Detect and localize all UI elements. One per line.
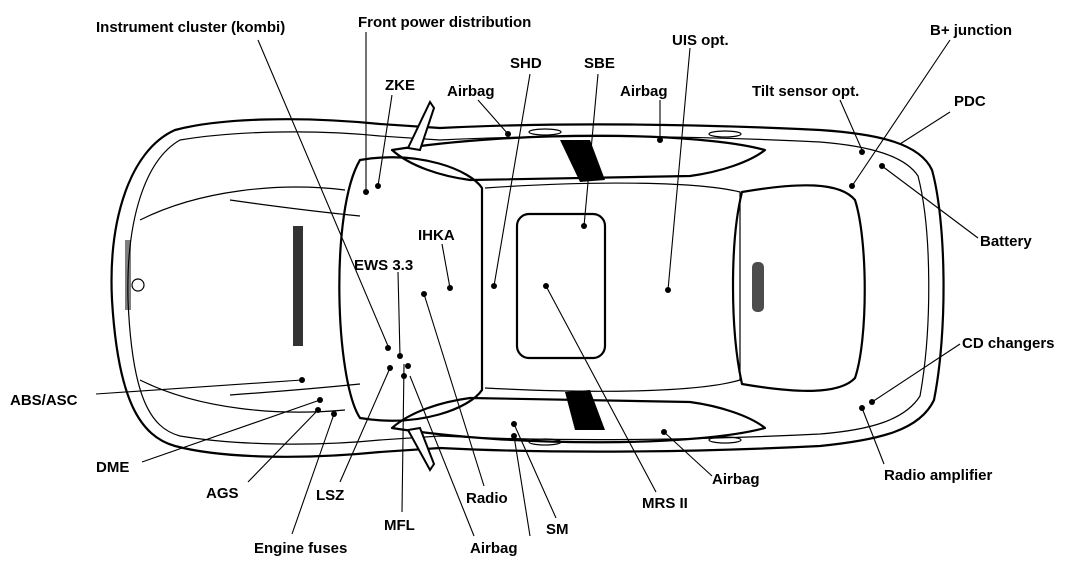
rear-vent	[752, 262, 764, 312]
sunroof	[515, 212, 607, 360]
label-ews: EWS 3.3	[354, 257, 413, 274]
side-window-bottom	[390, 396, 767, 444]
label-pdc: PDC	[954, 93, 986, 110]
leader-lines	[95, 32, 979, 537]
side-window-top	[390, 134, 767, 182]
car-outline	[110, 118, 945, 458]
label-instrument-cluster: Instrument cluster (kombi)	[96, 19, 285, 36]
hood	[139, 186, 361, 413]
bmw-logo-icon	[131, 278, 145, 292]
label-battery: Battery	[980, 233, 1032, 250]
label-sm: SM	[546, 521, 569, 538]
label-ihka: IHKA	[418, 227, 455, 244]
label-airbag-front-left: Airbag	[447, 83, 495, 100]
label-b-plus-junction: B+ junction	[930, 22, 1012, 39]
label-radio: Radio	[466, 490, 508, 507]
label-lsz: LSZ	[316, 487, 344, 504]
label-uis: UIS opt.	[672, 32, 729, 49]
b-pillar-bottom	[565, 390, 605, 430]
hood-vents	[125, 226, 303, 346]
label-mrs: MRS II	[642, 495, 688, 512]
door-handle-front-bottom	[528, 438, 562, 446]
label-mfl: MFL	[384, 517, 415, 534]
door-handle-front-top	[528, 128, 562, 136]
door-handle-rear-top	[708, 130, 742, 138]
label-airbag-bottom: Airbag	[470, 540, 518, 557]
rear-window	[731, 184, 866, 392]
label-sbe: SBE	[584, 55, 615, 72]
label-cd-changers: CD changers	[962, 335, 1055, 352]
label-airbag-bottom-right: Airbag	[712, 471, 760, 488]
mirror-bottom	[406, 426, 436, 472]
label-front-power-distribution: Front power distribution	[358, 14, 531, 31]
label-dme: DME	[96, 459, 129, 476]
b-pillar-top	[560, 140, 605, 182]
label-abs-asc: ABS/ASC	[10, 392, 78, 409]
component-points	[299, 131, 885, 439]
label-ags: AGS	[206, 485, 239, 502]
component-labels: Instrument cluster (kombi) Front power d…	[10, 14, 1055, 557]
label-engine-fuses: Engine fuses	[254, 540, 347, 557]
label-airbag-rear-left: Airbag	[620, 83, 668, 100]
mirror-top	[406, 99, 436, 152]
label-radio-amplifier: Radio amplifier	[884, 467, 993, 484]
label-zke: ZKE	[385, 77, 415, 94]
label-tilt-sensor: Tilt sensor opt.	[752, 83, 859, 100]
windshield	[338, 156, 484, 422]
label-shd: SHD	[510, 55, 542, 72]
car-body	[110, 99, 945, 472]
door-handle-rear-bottom	[708, 436, 742, 444]
